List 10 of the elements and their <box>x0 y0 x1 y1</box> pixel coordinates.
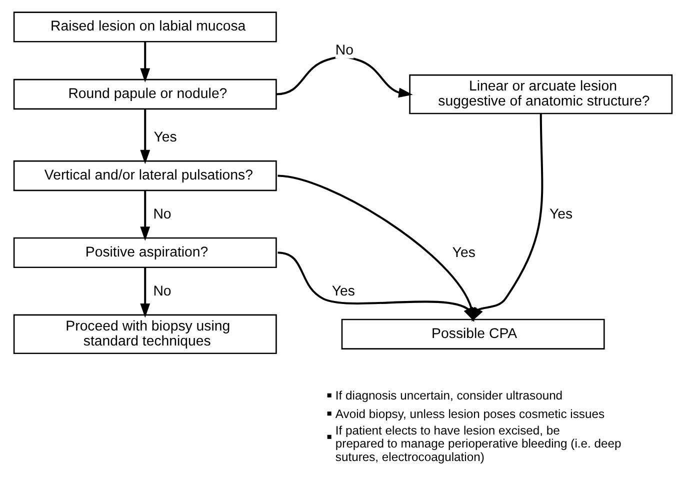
edge-label: Yes <box>548 206 572 222</box>
edge-label: Yes <box>153 130 176 146</box>
node-label: If patient elects to have lesion excised, be prepared to manage perioperative bleeding (i.e. deep sutures, electrocoagulation) <box>334 423 621 464</box>
edge-label: No <box>334 42 354 58</box>
node-label: Avoid biopsy, unless lesion poses cosmetic issues <box>334 406 604 421</box>
edge-label: No <box>152 283 171 300</box>
node-label: If diagnosis uncertain, consider ultrasound <box>334 388 562 403</box>
edge-label: Yes <box>452 244 475 261</box>
edge-label: Yes <box>331 283 354 300</box>
edge-label: No <box>152 206 171 222</box>
